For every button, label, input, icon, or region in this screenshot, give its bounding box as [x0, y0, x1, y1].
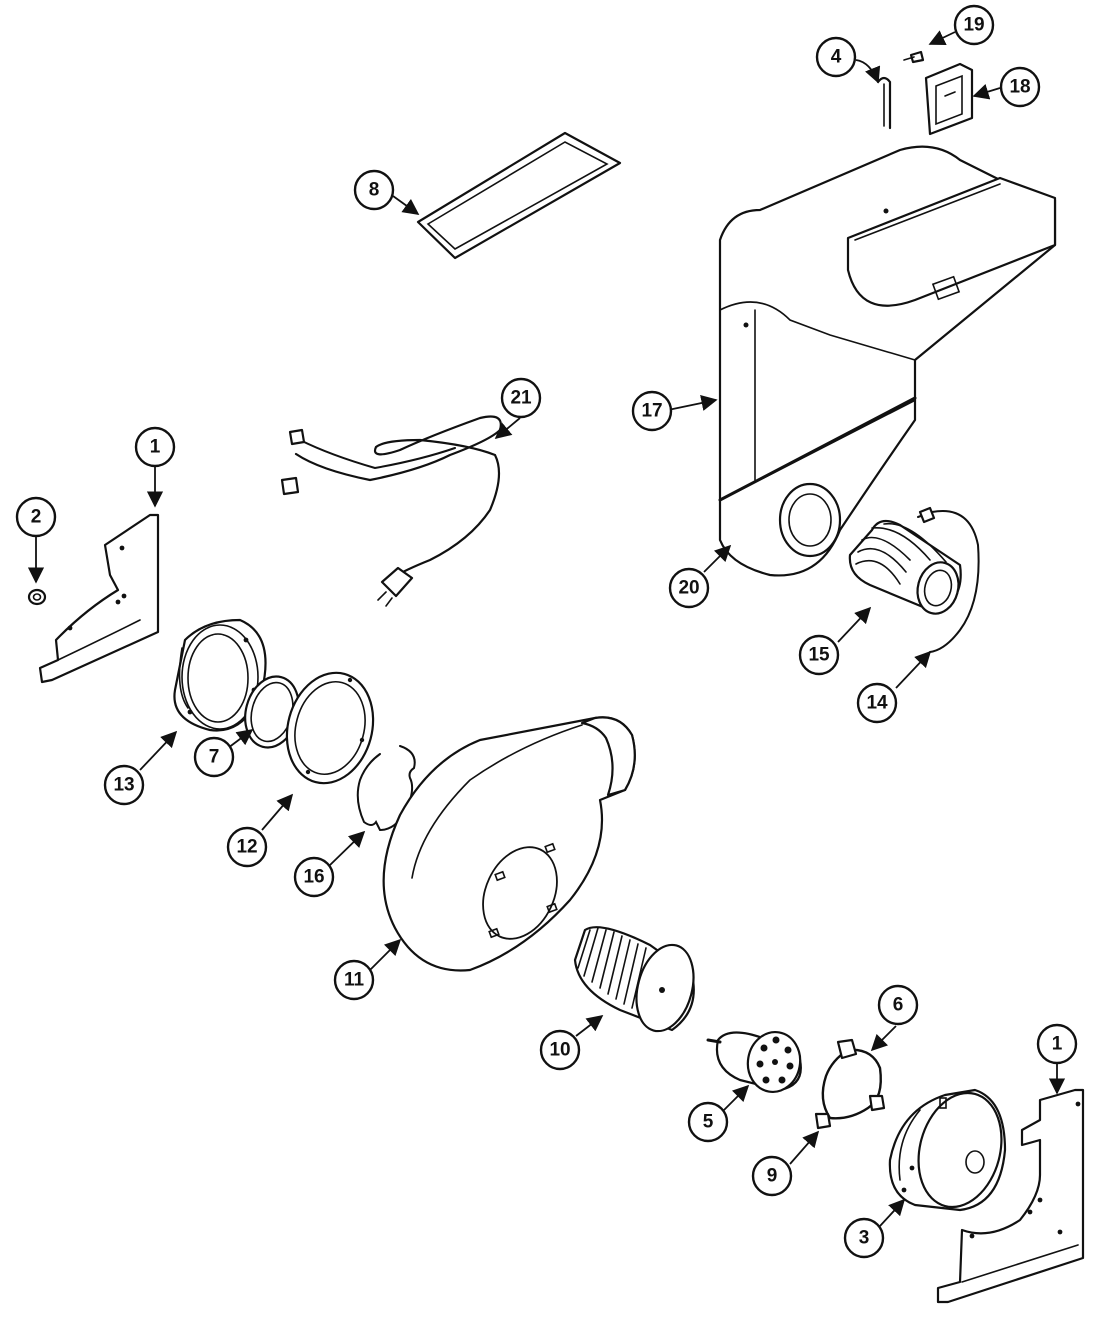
svg-text:16: 16 [303, 867, 324, 888]
callout-11: 11 [333, 959, 375, 1001]
callout-15: 15 [798, 634, 840, 676]
callout-1b: 1 [1036, 1023, 1078, 1065]
leader-8 [392, 195, 420, 215]
svg-text:11: 11 [344, 970, 365, 991]
flex-vent-part [848, 519, 962, 615]
callout-19: 19 [953, 4, 995, 46]
leader-4 [855, 59, 881, 84]
leader-15 [837, 606, 872, 643]
svg-text:8: 8 [369, 180, 380, 201]
svg-text:17: 17 [641, 401, 662, 422]
svg-text:12: 12 [236, 837, 257, 858]
svg-text:21: 21 [510, 388, 532, 409]
bracket-part [924, 62, 974, 136]
nut-part [27, 588, 47, 606]
leader-13 [139, 730, 178, 771]
retaining-clip-part [356, 745, 416, 832]
svg-text:14: 14 [866, 693, 888, 714]
svg-text:6: 6 [893, 995, 904, 1016]
mounting-ring-part [285, 671, 375, 785]
leader-20 [703, 544, 732, 573]
callout-9: 9 [751, 1155, 793, 1197]
motor-part [706, 1031, 802, 1093]
side-panel-right-part [936, 1088, 1085, 1304]
callout-18: 18 [999, 66, 1041, 108]
callout-8: 8 [353, 169, 395, 211]
motor-mount-plate-part [888, 1088, 1007, 1212]
svg-text:4: 4 [831, 47, 842, 68]
leader-9 [789, 1130, 820, 1165]
power-cord-part [280, 415, 502, 607]
leader-18 [972, 83, 1001, 100]
leader-12 [261, 793, 294, 831]
svg-text:5: 5 [703, 1112, 714, 1133]
svg-text:1: 1 [150, 437, 161, 458]
leader-17 [667, 395, 718, 411]
callout-20: 20 [668, 567, 710, 609]
callout-2: 2 [15, 496, 57, 538]
svg-text:20: 20 [678, 578, 699, 599]
callout-5: 5 [687, 1101, 729, 1143]
callout-6: 6 [877, 984, 919, 1026]
callout-7: 7 [193, 736, 235, 778]
leader-10 [575, 1015, 604, 1037]
callout-3: 3 [843, 1217, 885, 1259]
leader-14 [895, 650, 932, 689]
duct-housing-part [718, 145, 1057, 577]
pin-part [876, 76, 892, 130]
leader-lines [27, 30, 1066, 1227]
svg-text:10: 10 [549, 1040, 570, 1061]
leader-11 [369, 938, 402, 971]
callout-14: 14 [856, 682, 898, 724]
callout-16: 16 [293, 856, 335, 898]
clamp-wire-part [917, 506, 980, 653]
callout-13: 13 [103, 764, 145, 806]
leader-7 [227, 729, 254, 749]
blower-wheel-part [573, 926, 695, 1033]
screw-part [903, 50, 925, 64]
svg-text:13: 13 [113, 775, 134, 796]
callout-21: 21 [500, 377, 542, 419]
leader-16 [329, 830, 366, 866]
leader-19 [928, 30, 956, 45]
filter-pad-part [416, 131, 622, 260]
svg-text:19: 19 [963, 15, 984, 36]
callout-12: 12 [226, 826, 268, 868]
leader-6 [870, 1025, 897, 1052]
svg-text:18: 18 [1009, 77, 1030, 98]
blower-housing-part [382, 716, 636, 972]
svg-text:7: 7 [209, 747, 220, 768]
callout-17: 17 [631, 390, 673, 432]
svg-text:9: 9 [767, 1166, 778, 1187]
svg-text:3: 3 [859, 1228, 870, 1249]
inlet-ring-part [173, 618, 267, 732]
svg-text:1: 1 [1052, 1034, 1063, 1055]
callout-1a: 1 [134, 426, 176, 468]
side-panel-left-part [38, 513, 160, 684]
svg-text:2: 2 [31, 507, 42, 528]
motor-mount-part [814, 1038, 886, 1130]
leader-5 [723, 1084, 750, 1111]
callout-4: 4 [815, 36, 857, 78]
callout-10: 10 [539, 1029, 581, 1071]
leader-21 [494, 417, 521, 440]
svg-text:15: 15 [808, 645, 830, 666]
leader-3 [879, 1198, 906, 1227]
